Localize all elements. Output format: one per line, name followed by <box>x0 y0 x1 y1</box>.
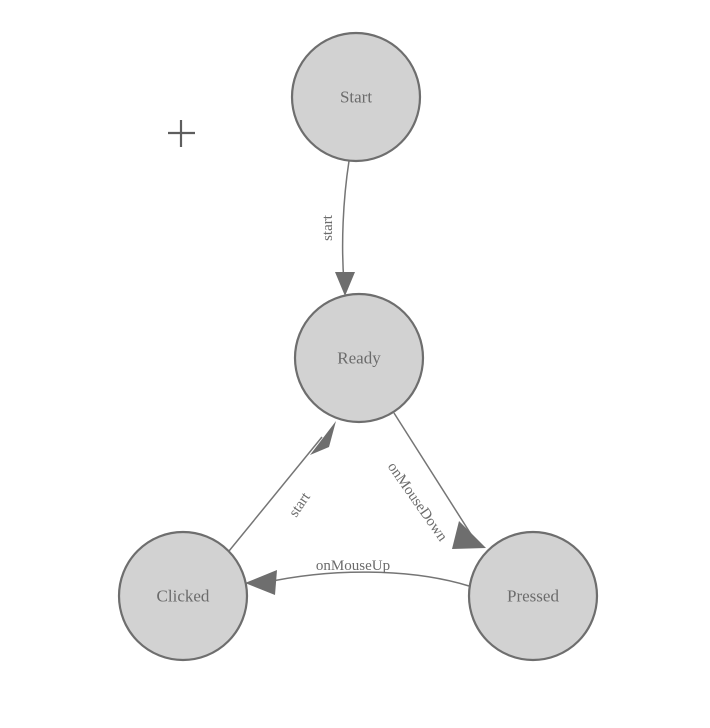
edge-label-start-to-ready: start <box>320 214 336 241</box>
node-shape <box>293 292 425 424</box>
node-shape <box>467 530 599 662</box>
edge-label-pressed-to-clicked: onMouseUp <box>316 558 390 574</box>
edge-line <box>341 160 350 284</box>
edge-line <box>393 412 475 540</box>
edge-clicked-to-ready[interactable]: start <box>228 421 336 552</box>
node-shape <box>290 31 422 163</box>
arrowhead-into-clicked <box>245 570 277 595</box>
arrowhead-into-pressed <box>452 521 486 549</box>
node-start[interactable]: Start <box>290 31 422 163</box>
node-clicked[interactable]: Clicked <box>117 530 249 662</box>
node-label-pressed: Pressed <box>507 587 559 606</box>
node-label-clicked: Clicked <box>157 587 210 606</box>
edge-ready-to-pressed[interactable]: onMouseDown <box>384 412 486 549</box>
edge-label-ready-to-pressed: onMouseDown <box>384 460 450 545</box>
node-label-start: Start <box>340 88 372 107</box>
edge-start-to-ready[interactable]: start <box>320 160 355 296</box>
node-label-ready: Ready <box>337 349 381 368</box>
arrowhead-into-ready-top <box>335 272 355 296</box>
edge-line <box>228 436 323 552</box>
edge-label-clicked-to-ready: start <box>286 489 314 520</box>
node-ready[interactable]: Ready <box>293 292 425 424</box>
node-shape <box>117 530 249 662</box>
edge-pressed-to-clicked[interactable]: onMouseUp <box>245 558 470 595</box>
arrowhead-into-ready-bottom <box>310 421 336 455</box>
crosshair-marker-icon[interactable] <box>168 120 195 147</box>
edge-line <box>262 571 470 587</box>
node-pressed[interactable]: Pressed <box>467 530 599 662</box>
